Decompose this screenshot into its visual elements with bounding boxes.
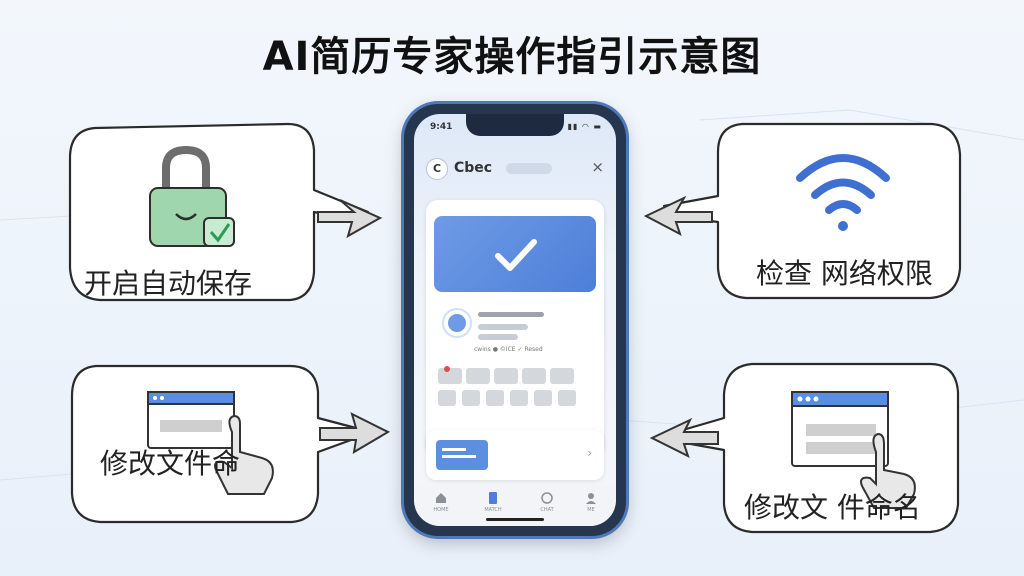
- app-name: Cbec: [454, 160, 493, 176]
- grid-cell[interactable]: [510, 390, 528, 406]
- chat-icon: [541, 492, 553, 504]
- grid-cell[interactable]: [462, 390, 480, 406]
- home-icon: [436, 493, 446, 503]
- document-thumbnail: [436, 440, 488, 470]
- arrow-top-left: [317, 199, 383, 239]
- list-card[interactable]: ›: [426, 430, 604, 480]
- tab-home[interactable]: HOME: [426, 492, 456, 513]
- grid-cell[interactable]: [438, 368, 462, 384]
- main-card: cwins ● ©ICE ✓ Resed: [426, 200, 604, 456]
- phone-notch: [466, 114, 564, 136]
- phone-mockup: 9:41 ▮▮ ◠ ▬ C Cbec × cwins ● ©ICE ✓ Rese…: [404, 104, 626, 536]
- grid-cell[interactable]: [550, 368, 574, 384]
- arrow-bottom-right: [649, 417, 719, 458]
- page-title: AI简历专家操作指引示意图: [262, 34, 762, 80]
- profile-line-1: [478, 324, 528, 330]
- user-icon: [586, 493, 596, 504]
- home-indicator: [486, 518, 544, 521]
- profile-meta: cwins ● ©ICE ✓ Resed: [474, 346, 543, 353]
- phone-screen: 9:41 ▮▮ ◠ ▬ C Cbec × cwins ● ©ICE ✓ Rese…: [414, 114, 616, 526]
- tab-bar: HOME MATCH CHAT ME: [414, 486, 616, 526]
- grid-cell[interactable]: [494, 368, 518, 384]
- bubble-top-right: [662, 122, 962, 300]
- grid-cell[interactable]: [534, 390, 552, 406]
- lock-icon: [149, 145, 235, 247]
- profile-avatar: [442, 308, 472, 338]
- app-header: C Cbec ×: [426, 156, 606, 180]
- status-time: 9:41: [430, 122, 453, 132]
- arrow-bottom-left: [319, 412, 391, 454]
- bubble-label-network-permission: 检查 网络权限: [756, 257, 933, 290]
- bubble-label-rename-file-right: 修改文 件命名: [744, 491, 921, 524]
- grid-cell[interactable]: [438, 390, 456, 406]
- tab-home-label: HOME: [433, 507, 449, 513]
- status-icons: ▮▮ ◠ ▬: [567, 122, 602, 131]
- tab-match[interactable]: MATCH: [478, 492, 508, 513]
- arrow-top-right: [643, 195, 713, 237]
- tab-match-label: MATCH: [484, 507, 502, 513]
- profile-name-bar: [478, 312, 544, 317]
- red-dot-indicator: [444, 366, 450, 372]
- tab-me-label: ME: [587, 507, 595, 513]
- checkmark-icon: [495, 239, 537, 271]
- app-logo: C: [426, 158, 448, 180]
- bubble-label-auto-save: 开启自动保存: [84, 267, 253, 300]
- wifi-icon: [796, 154, 890, 231]
- success-banner: [434, 216, 596, 292]
- window-pointer-icon-right: [791, 391, 916, 509]
- profile-line-2: [478, 334, 518, 340]
- chevron-right-icon[interactable]: ›: [587, 446, 592, 460]
- grid-cell[interactable]: [466, 368, 490, 384]
- app-pill: [506, 163, 552, 174]
- close-icon[interactable]: ×: [591, 158, 604, 176]
- grid-cell[interactable]: [558, 390, 576, 406]
- window-pointer-icon-left: [147, 391, 274, 495]
- tab-chat-label: CHAT: [540, 507, 554, 513]
- bubble-label-rename-file-left: 修改文件命: [100, 447, 241, 480]
- tab-me[interactable]: ME: [576, 492, 606, 513]
- document-icon: [489, 492, 497, 504]
- grid-cell[interactable]: [522, 368, 546, 384]
- tab-chat[interactable]: CHAT: [532, 492, 562, 513]
- grid-cell[interactable]: [486, 390, 504, 406]
